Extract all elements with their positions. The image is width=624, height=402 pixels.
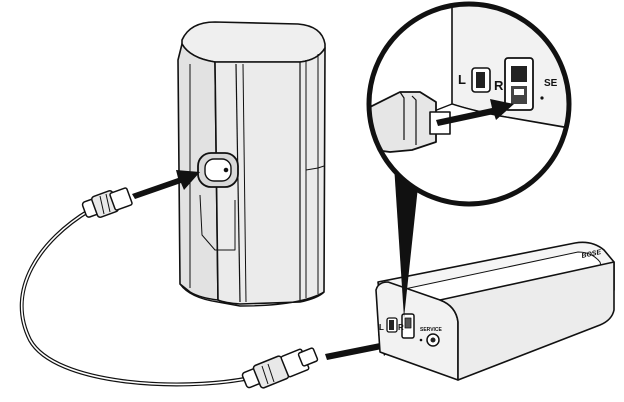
box-switch-left-label: L [379, 323, 384, 332]
adapter-box [375, 241, 615, 381]
box-lr-switch [386, 317, 398, 333]
box-end-connector [241, 347, 319, 389]
callout-ring [366, 1, 572, 207]
box-switch-right-label: R [398, 323, 404, 332]
callout-port [504, 57, 534, 111]
box-brand-logo: BOSE [581, 249, 602, 260]
callout-switch-right-label: R [494, 78, 504, 93]
box-speaker-port [401, 313, 415, 339]
zoom-callout: L R SE [366, 1, 572, 318]
arrow-to-speaker [132, 170, 200, 199]
callout-switch-left-label: L [458, 72, 466, 87]
box-service-jack [419, 333, 440, 347]
callout-service-label: SE [544, 78, 558, 89]
speaker-top [181, 21, 326, 63]
callout-pointer [393, 150, 420, 318]
callout-plug [369, 91, 451, 153]
surround-speaker [177, 21, 326, 307]
callout-arrow [436, 99, 514, 126]
callout-lr-switch [471, 67, 491, 93]
box-side [439, 261, 615, 381]
speaker-front-face [214, 47, 326, 305]
box-service-label: SERVICE [420, 327, 443, 333]
speaker-cable [19, 208, 251, 387]
speaker-input-port [197, 152, 239, 188]
speaker-end-connector [81, 187, 133, 219]
